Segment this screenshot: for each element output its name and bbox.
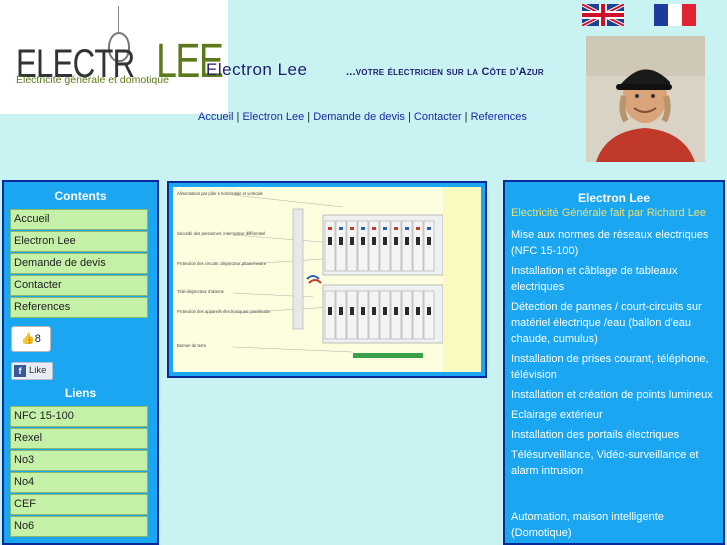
nav-electron-lee[interactable]: Electron Lee bbox=[242, 111, 305, 123]
thumbs-up-icon: 👍 bbox=[21, 333, 35, 345]
electrical-panel-image: Alimentation par pôle·s horizontale et v… bbox=[167, 181, 487, 378]
site-logo[interactable]: ELECTRNLEE Electricité générale et domot… bbox=[0, 0, 228, 114]
service-item: Télésurveillance, Vidéo-surveillance et … bbox=[511, 449, 699, 477]
right-sidebar: Electron Lee Electricité Générale fait p… bbox=[503, 180, 725, 545]
link-nfc-15-100[interactable]: NFC 15-100 bbox=[10, 406, 148, 427]
nav-demande-de-devis[interactable]: Demande de devis bbox=[313, 111, 405, 123]
menu-item-contacter[interactable]: Contacter bbox=[10, 275, 148, 296]
diagram-label-1: Alimentation par pôle·s horizontale et v… bbox=[177, 191, 264, 196]
like-count-bubble: 👍8 bbox=[11, 326, 51, 352]
service-item: Automation, maison intelligente (Domotiq… bbox=[511, 511, 664, 539]
link-cef[interactable]: CEF bbox=[10, 494, 148, 515]
menu-item-electron-lee[interactable]: Electron Lee bbox=[10, 231, 148, 252]
menu-item-accueil[interactable]: Accueil bbox=[10, 209, 148, 230]
diagram-label-3: Protection des circuits: disjoncteur pha… bbox=[177, 261, 267, 266]
logo-wordmark: ELECTRNLEE bbox=[16, 35, 224, 88]
site-slogan: ...votre électricien sur la Côte d'Azur bbox=[346, 66, 544, 78]
facebook-icon: f bbox=[14, 365, 26, 377]
service-item: Installation et création de points lumin… bbox=[511, 389, 713, 401]
diagram-label-4: Télé-disjoncteur d'alarme bbox=[177, 289, 225, 294]
nav-references[interactable]: References bbox=[470, 111, 527, 123]
service-item: Installation de prises courant, téléphon… bbox=[511, 353, 709, 381]
menu-item-references[interactable]: References bbox=[10, 297, 148, 318]
nav-contacter[interactable]: Contacter bbox=[413, 111, 462, 123]
services-heading: Electron Lee bbox=[577, 191, 651, 205]
diagram-label-6: Bornier de terre bbox=[177, 343, 207, 348]
services-subtitle: Electricité Générale fait par Richard Le… bbox=[511, 207, 707, 219]
french-flag-icon[interactable] bbox=[654, 4, 696, 26]
left-sidebar: Contents Accueil Electron Lee Demande de… bbox=[2, 180, 159, 545]
service-item: Installation des portails électriques bbox=[511, 429, 680, 441]
diagram-label-5: Protection des appareils électroniques: … bbox=[177, 309, 271, 314]
link-no3[interactable]: No3 bbox=[10, 450, 148, 471]
service-item: Eclairage extérieur bbox=[511, 409, 603, 421]
site-title: Electron Lee bbox=[206, 60, 308, 79]
diagram-label-2: Sécurité des personnes: interrupteur dif… bbox=[177, 231, 265, 236]
nav-accueil[interactable]: Accueil bbox=[198, 111, 234, 123]
menu-item-demande-de-devis[interactable]: Demande de devis bbox=[10, 253, 148, 274]
owner-photo bbox=[586, 36, 705, 162]
links-heading: Liens bbox=[64, 386, 97, 400]
service-item: Installation et câblage de tableaux elec… bbox=[511, 265, 678, 293]
bulb-cord bbox=[118, 6, 119, 34]
service-item: Mise aux normes de réseaux electriques (… bbox=[511, 229, 709, 257]
service-item: Détection de pannes / court-circuits sur… bbox=[511, 301, 702, 345]
top-navigation: Accueil | Electron Lee | Demande de devi… bbox=[198, 111, 527, 123]
contents-heading: Contents bbox=[54, 189, 107, 203]
service-spacer bbox=[511, 483, 723, 505]
english-flag-icon[interactable] bbox=[582, 4, 624, 26]
link-no6[interactable]: No6 bbox=[10, 516, 148, 537]
logo-tagline: Electricité générale et domotique bbox=[16, 74, 169, 86]
link-rexel[interactable]: Rexel bbox=[10, 428, 148, 449]
light-bulb-icon bbox=[108, 32, 130, 62]
link-no4[interactable]: No4 bbox=[10, 472, 148, 493]
